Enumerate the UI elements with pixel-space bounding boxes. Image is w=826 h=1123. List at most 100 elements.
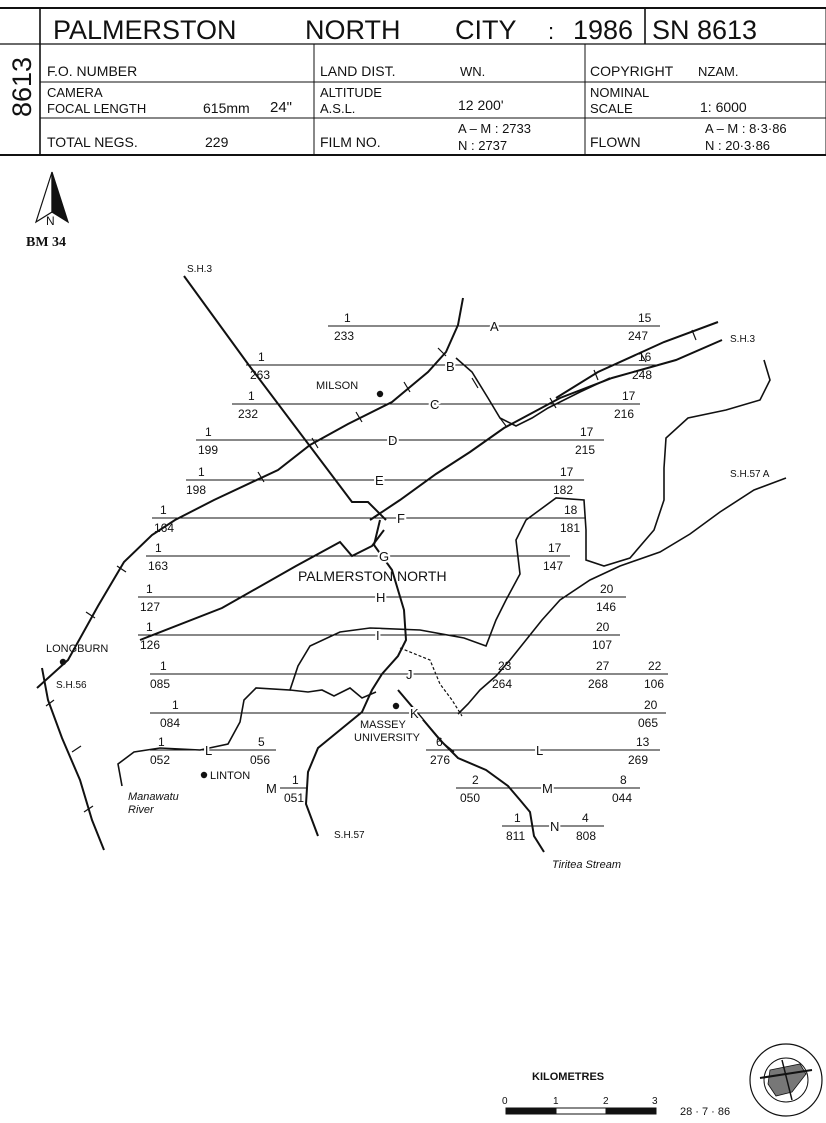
film-no-am: A – M : 2733 bbox=[458, 121, 531, 136]
focal-length-value: 615mm bbox=[203, 100, 250, 116]
line-g-start-top: 1 bbox=[155, 541, 162, 555]
massey-dot bbox=[392, 702, 400, 710]
line-c-end-bottom: 216 bbox=[614, 407, 634, 421]
flown-n: N : 20·3·86 bbox=[705, 138, 770, 153]
line-b-letter: B bbox=[446, 359, 455, 374]
film-no-label: FILM NO. bbox=[320, 134, 381, 150]
line-e-start-bottom: 198 bbox=[186, 483, 206, 497]
line-n-start-bottom: 811 bbox=[506, 829, 525, 843]
line-a-start-bottom: 233 bbox=[334, 329, 354, 343]
line-f-start-top: 1 bbox=[160, 503, 167, 517]
asl-label: A.S.L. bbox=[320, 101, 355, 116]
line-g-start-bottom: 163 bbox=[148, 559, 168, 573]
river-sh57a-bank bbox=[457, 477, 787, 715]
line-f-start-bottom: 164 bbox=[154, 521, 174, 535]
roads bbox=[36, 275, 723, 853]
altitude-value: 12 200' bbox=[458, 97, 504, 113]
diagram-date: 28 · 7 · 86 bbox=[680, 1106, 730, 1118]
land-dist-label: LAND DIST. bbox=[320, 63, 395, 79]
line-l1-end-bottom: 056 bbox=[250, 753, 270, 767]
line-i-end-top: 20 bbox=[596, 620, 610, 634]
line-j-mid-top: 23 bbox=[498, 659, 512, 673]
header-table bbox=[0, 7, 826, 156]
survey-number: SN 8613 bbox=[652, 15, 757, 45]
milson-dot bbox=[376, 390, 384, 398]
flight-lines bbox=[138, 325, 668, 827]
road-sh3-ne-2 bbox=[555, 321, 719, 399]
line-l1-end-top: 5 bbox=[258, 735, 265, 749]
road-label-sh57: S.H.57 bbox=[334, 830, 365, 841]
line-f-letter: F bbox=[397, 511, 405, 526]
line-d-letter: D bbox=[388, 433, 397, 448]
road-label-sh57a: S.H.57 A bbox=[730, 469, 770, 480]
line-n-end-top: 4 bbox=[582, 811, 589, 825]
film-no-n: N : 2737 bbox=[458, 138, 507, 153]
line-m1-start-top: 1 bbox=[292, 773, 299, 787]
line-j-end-top: 22 bbox=[648, 659, 662, 673]
scale-tick-3: 3 bbox=[652, 1096, 658, 1107]
title-north: NORTH bbox=[305, 15, 401, 45]
line-h-end-top: 20 bbox=[600, 582, 614, 596]
line-k-start-top: 1 bbox=[172, 698, 179, 712]
road-sh3-nw bbox=[183, 275, 387, 521]
line-c-start-top: 1 bbox=[248, 389, 255, 403]
line-k-start-bottom: 084 bbox=[160, 716, 180, 730]
place-milson: MILSON bbox=[316, 380, 358, 392]
road-label-sh56: S.H.56 bbox=[56, 680, 87, 691]
line-l2-end-bottom: 269 bbox=[628, 753, 648, 767]
line-f-end-bottom: 181 bbox=[560, 521, 580, 535]
title-place: PALMERSTON bbox=[53, 15, 237, 45]
line-g-end-top: 17 bbox=[548, 541, 562, 555]
line-i-start-top: 1 bbox=[146, 620, 153, 634]
line-j-end-bottom: 106 bbox=[644, 677, 664, 691]
line-h-start-bottom: 127 bbox=[140, 600, 160, 614]
line-l1-letter: L bbox=[205, 743, 212, 758]
line-l1-start-top: 1 bbox=[158, 735, 165, 749]
north-arrow-icon bbox=[34, 171, 70, 224]
north-letter: N bbox=[46, 214, 55, 228]
line-b-end-top: 16 bbox=[638, 350, 652, 364]
line-d-start-top: 1 bbox=[205, 425, 212, 439]
title-city: CITY bbox=[455, 15, 517, 45]
line-l2-letter: L bbox=[536, 743, 543, 758]
line-n-letter: N bbox=[550, 819, 559, 834]
line-n-end-bottom: 808 bbox=[576, 829, 596, 843]
line-a-start-top: 1 bbox=[344, 311, 351, 325]
road-massey-se bbox=[397, 689, 545, 853]
river-manawatu-arm bbox=[289, 687, 377, 699]
line-d-end-bottom: 215 bbox=[575, 443, 595, 457]
place-longburn: LONGBURN bbox=[46, 643, 108, 655]
line-l2-start-top: 6 bbox=[436, 735, 443, 749]
line-g-letter: G bbox=[379, 549, 389, 564]
land-dist-value: WN. bbox=[460, 64, 485, 79]
scale-label: SCALE bbox=[590, 101, 633, 116]
place-linton: LINTON bbox=[210, 770, 250, 782]
line-d-end-top: 17 bbox=[580, 425, 594, 439]
title-year: 1986 bbox=[573, 15, 633, 45]
benchmark-label: BM 34 bbox=[26, 235, 66, 250]
camera-label: CAMERA bbox=[47, 85, 103, 100]
focal-length-inches: 24" bbox=[270, 99, 292, 116]
place-tiritea: Tiritea Stream bbox=[552, 859, 621, 871]
line-a-end-top: 15 bbox=[638, 311, 652, 325]
road-main-south bbox=[304, 519, 408, 837]
line-e-end-bottom: 182 bbox=[553, 483, 573, 497]
road-label-sh3-ne: S.H.3 bbox=[730, 334, 755, 345]
line-f-end-top: 18 bbox=[564, 503, 578, 517]
line-m2-letter: M bbox=[542, 781, 553, 796]
line-j-mid2-top: 27 bbox=[596, 659, 610, 673]
line-m1-start-bottom: 051 bbox=[284, 791, 304, 805]
line-e-letter: E bbox=[375, 473, 384, 488]
scale-tick-0: 0 bbox=[502, 1096, 508, 1107]
line-h-start-top: 1 bbox=[146, 582, 153, 596]
scale-tick-2: 2 bbox=[603, 1096, 609, 1107]
line-g-end-bottom: 147 bbox=[543, 559, 563, 573]
line-l1-start-bottom: 052 bbox=[150, 753, 170, 767]
line-e-end-top: 17 bbox=[560, 465, 574, 479]
total-negs-label: TOTAL NEGS. bbox=[47, 134, 138, 150]
focal-length-label: FOCAL LENGTH bbox=[47, 101, 146, 116]
stream-tiritea-lower bbox=[419, 715, 455, 753]
line-h-letter: H bbox=[376, 590, 385, 605]
line-i-letter: I bbox=[376, 628, 380, 643]
